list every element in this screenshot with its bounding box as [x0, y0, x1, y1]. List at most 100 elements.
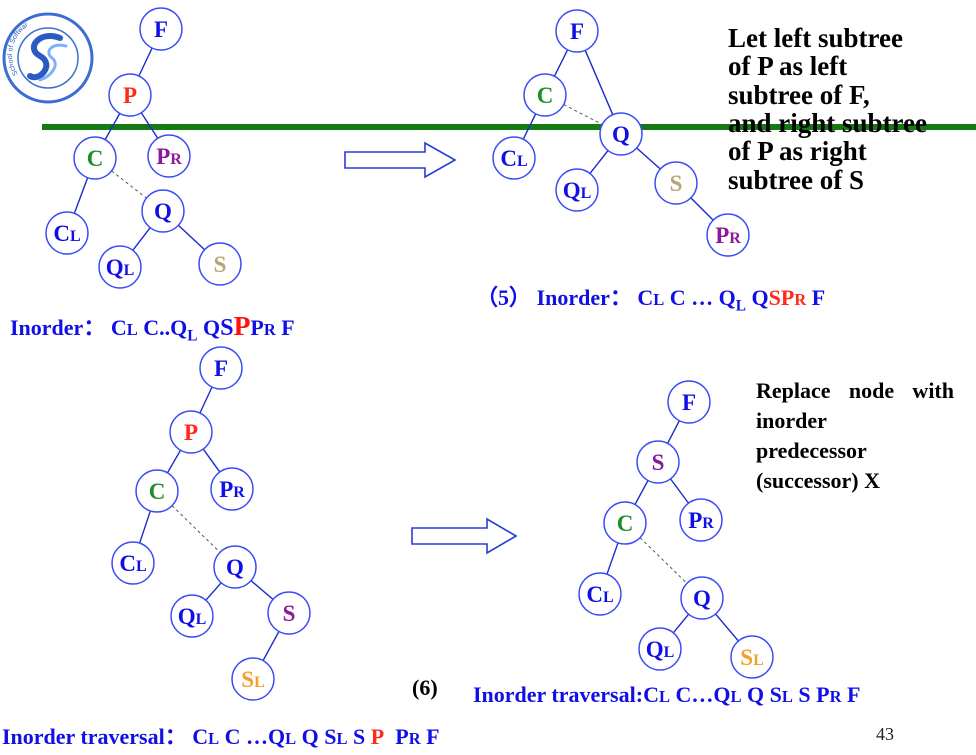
caption-token: C: [637, 285, 654, 310]
tree-edge-br-c-cl: [606, 542, 619, 575]
node-label: F: [570, 19, 584, 44]
node-circle: [603, 501, 647, 545]
logo-s-mark-accent: [38, 43, 68, 82]
tree-edge-bl-c-cl: [138, 510, 152, 544]
node-circle: [198, 242, 242, 286]
node-label: F: [682, 390, 696, 415]
tree-node-br-pr: PR: [679, 498, 723, 542]
tree-edge-tr-s-pr: [690, 197, 714, 221]
caption-token: P: [816, 682, 830, 707]
node-label: Q: [226, 555, 244, 580]
inorder-caption-br: (6): [412, 676, 972, 699]
tree-node-tr-ql: QL: [555, 168, 599, 212]
caption-sub: R: [408, 729, 421, 748]
node-label: QL: [563, 178, 592, 203]
tree-node-tl-p: P: [108, 73, 152, 117]
tree-node-bl-c: C: [135, 469, 179, 513]
tree-edge-br-s-pr: [669, 478, 690, 504]
caption-sub: L: [285, 729, 297, 748]
tree-edge-tr-c-cl: [522, 113, 537, 140]
tree-node-tl-s: S: [198, 242, 242, 286]
tree-edge-tr-q-ql: [589, 150, 609, 174]
note-top-line: of P as left: [728, 51, 848, 82]
node-circle: [213, 545, 257, 589]
tree-edge-tl-c-cl: [73, 177, 89, 214]
tree-edge-tl-f-p: [138, 47, 153, 77]
note-top: Let left subtree of P as left subtree of…: [728, 24, 927, 194]
tree-edge-tr-f-q: [584, 50, 614, 115]
tree-edge-tl-q-ql: [132, 227, 151, 251]
tree-node-bl-cl: CL: [111, 541, 155, 585]
note-top-line: subtree of F,: [728, 79, 870, 110]
node-label: C: [617, 511, 634, 536]
node-label: P: [123, 83, 137, 108]
tree-node-tl-c: C: [73, 136, 117, 180]
inorder-caption-bl: Inorder traversal： CL C …QL Q SL S P PR …: [2, 725, 440, 748]
tree-node-tr-s: S: [654, 161, 698, 205]
tree-edge-bl-s-sl: [262, 631, 280, 661]
node-label: F: [154, 17, 168, 42]
node-circle: [147, 134, 191, 178]
tree-node-tl-cl: CL: [45, 211, 89, 255]
tree-node-bl-sl: SL: [231, 657, 275, 701]
caption-token: Q: [296, 724, 325, 749]
caption-sub: R: [829, 687, 842, 706]
tree-node-tl-q: Q: [141, 189, 185, 233]
caption-token: P: [395, 724, 409, 749]
page-number: 43: [876, 724, 894, 744]
node-circle: [555, 168, 599, 212]
caption-sub: R: [263, 320, 276, 339]
node-circle: [139, 7, 183, 51]
node-label: S: [214, 252, 227, 277]
tree-node-bl-s: S: [267, 591, 311, 635]
tree-node-br-s: S: [636, 440, 680, 484]
tree-edge-br-s-c: [634, 480, 649, 505]
caption-token: S: [792, 682, 817, 707]
node-label: Q: [693, 586, 711, 611]
node-label: S: [652, 450, 665, 475]
caption-token: C …Q: [219, 724, 286, 749]
school-logo: School of Software Engineering: [0, 0, 94, 104]
caption-sub: L: [730, 687, 742, 706]
node-label: PR: [156, 144, 182, 169]
caption-token: C…Q: [669, 682, 731, 707]
caption-sub: L: [781, 687, 793, 706]
node-circle: [492, 136, 536, 180]
node-circle: [679, 498, 723, 542]
caption-token: F: [275, 315, 295, 340]
caption-token: C..Q: [137, 315, 188, 340]
tree-edge-tr-c-q: [563, 104, 603, 125]
node-label: QL: [106, 255, 135, 280]
caption-token: S: [347, 724, 371, 749]
inorder-caption-br-text: Inorder traversal:CL C…QL Q SL S PR F: [473, 683, 860, 706]
tree-edge-bl-q-ql: [205, 582, 222, 601]
caption-s-highlight: S: [768, 285, 781, 310]
caption-token: C … Q: [664, 285, 736, 310]
node-label: S: [283, 601, 296, 626]
caption-token: F: [806, 285, 826, 310]
caption-step: （5）: [476, 285, 532, 310]
tree-edge-tl-p-pr: [140, 112, 159, 139]
tree-node-tr-q: Q: [599, 112, 643, 156]
node-label: CL: [586, 582, 613, 607]
arrow-step-5: [344, 141, 457, 179]
node-circle: [706, 213, 750, 257]
caption-s-highlight: S: [220, 314, 234, 341]
inorder-caption-tl: Inorder： CL C..QL QSPPR F: [10, 311, 295, 345]
node-circle: [135, 469, 179, 513]
tree-edge-br-q-sl: [715, 613, 739, 642]
node-circle: [636, 440, 680, 484]
tree-node-tr-pr: PR: [706, 213, 750, 257]
caption-sub: L: [653, 290, 665, 309]
note-bottom-line: (successor) X: [756, 467, 881, 493]
node-label: C: [87, 146, 104, 171]
caption-sub: L: [126, 320, 138, 339]
node-label: PR: [219, 477, 245, 502]
tree-node-tl-f: F: [139, 7, 183, 51]
tree-node-br-f: F: [667, 380, 711, 424]
transition-arrows: [344, 141, 518, 555]
tree-edge-tl-q-s: [177, 224, 206, 251]
tree-edge-bl-c-q: [171, 505, 221, 553]
caption-sub: L: [658, 687, 670, 706]
